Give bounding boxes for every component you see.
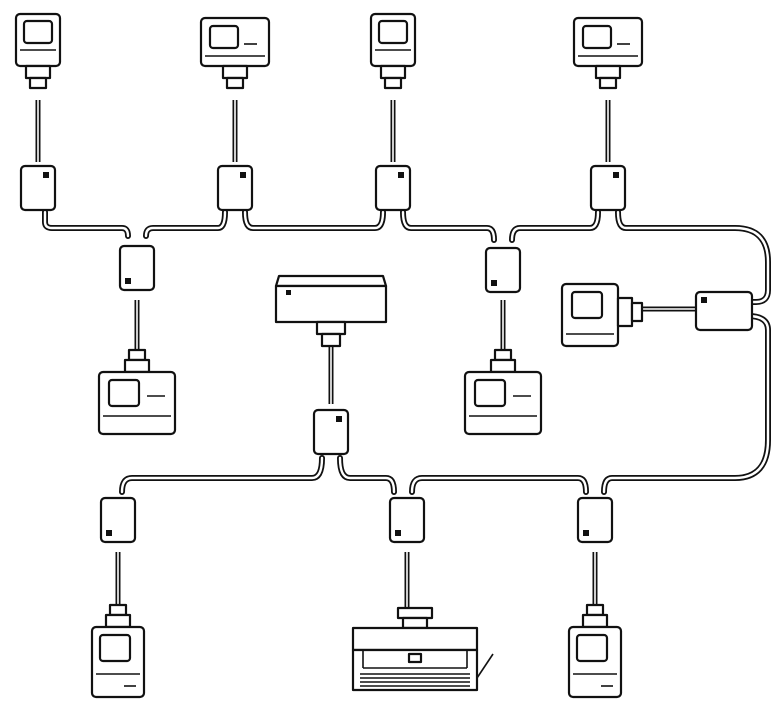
drop-cables bbox=[35, 100, 700, 608]
computer-mac-6 bbox=[463, 348, 543, 436]
computer-mac-5 bbox=[97, 348, 177, 436]
laser-printer bbox=[351, 606, 494, 692]
computer-mac-9 bbox=[567, 603, 623, 699]
computer-mac-1 bbox=[14, 12, 62, 90]
computer-mac-7 bbox=[560, 282, 644, 348]
connector-box bbox=[19, 164, 57, 212]
connector-box bbox=[374, 164, 412, 212]
computer-mac-4 bbox=[572, 16, 644, 90]
connector-box bbox=[694, 290, 754, 332]
top-network-cable bbox=[42, 209, 771, 305]
computer-mac-8 bbox=[90, 603, 146, 699]
file-server bbox=[274, 274, 388, 348]
computer-mac-2 bbox=[199, 16, 271, 90]
connector-box bbox=[388, 496, 426, 544]
connector-box bbox=[484, 246, 522, 294]
connector-box bbox=[312, 408, 350, 456]
computer-mac-3 bbox=[369, 12, 417, 90]
connector-box bbox=[216, 164, 254, 212]
connector-box bbox=[99, 496, 137, 544]
connector-box bbox=[118, 244, 156, 292]
connector-box bbox=[589, 164, 627, 212]
connector-box bbox=[576, 496, 614, 544]
bottom-network-cable bbox=[119, 313, 771, 495]
